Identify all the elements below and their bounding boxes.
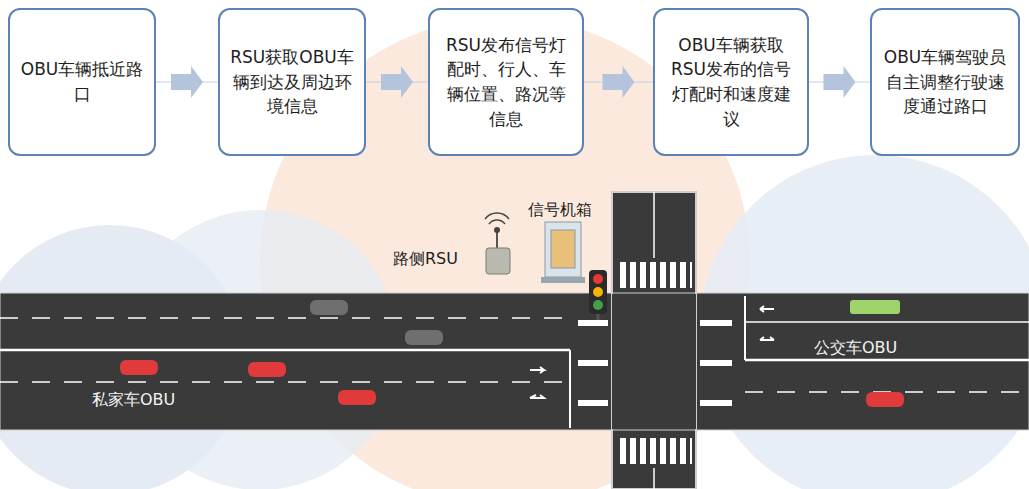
- process-box: OBU车辆驾驶员自主调整行驶速度通过路口: [870, 8, 1020, 156]
- flow-arrow: [156, 66, 218, 98]
- step-text: OBU车辆驾驶员自主调整行驶速度通过路口: [882, 45, 1008, 119]
- process-box: RSU发布信号灯配时、行人、车辆位置、路况等信息: [428, 8, 584, 156]
- process-box: OBU车辆获取RSU发布的信号灯配时和速度建议: [653, 8, 809, 156]
- block-arrow: [171, 66, 203, 98]
- step-text: OBU车辆获取RSU发布的信号灯配时和速度建议: [665, 33, 797, 132]
- block-arrow: [824, 66, 856, 98]
- block-arrow: [381, 66, 413, 98]
- callout-label: 路侧RSU: [393, 249, 458, 268]
- flow-arrow: [809, 66, 870, 98]
- callout-label: 信号机箱: [528, 200, 592, 219]
- block-arrow: [603, 66, 635, 98]
- flow-arrow: [584, 66, 653, 98]
- step-text: OBU车辆抵近路口: [20, 57, 144, 106]
- process-box: RSU获取OBU车辆到达及周边环境信息: [218, 8, 366, 156]
- process-box: OBU车辆抵近路口: [8, 8, 156, 156]
- step-text: RSU发布信号灯配时、行人、车辆位置、路况等信息: [440, 33, 572, 132]
- callout-label: 私家车OBU: [92, 390, 175, 409]
- step-text: RSU获取OBU车辆到达及周边环境信息: [230, 45, 354, 119]
- flow-arrow: [366, 66, 428, 98]
- callout-label: 公交车OBU: [814, 338, 897, 357]
